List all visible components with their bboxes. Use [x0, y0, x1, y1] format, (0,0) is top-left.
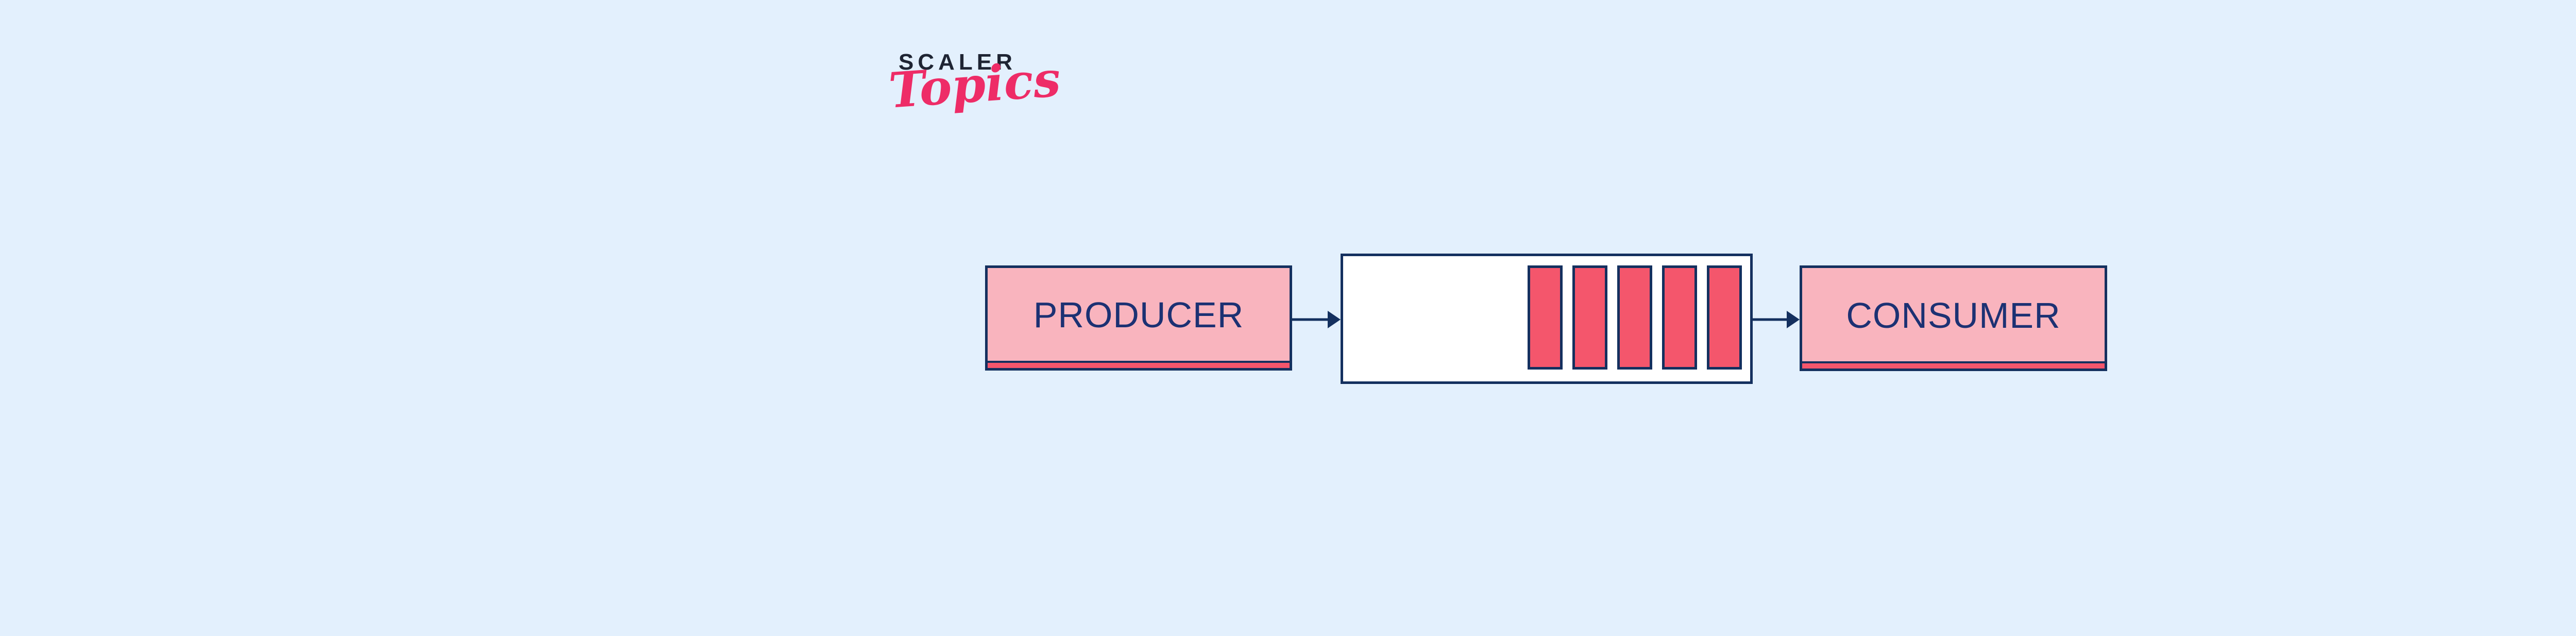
logo-sub-text: Topics: [887, 51, 1063, 120]
producer-accent-strip: [988, 361, 1290, 368]
buffer-item: [1528, 265, 1563, 370]
consumer-accent-strip: [1802, 361, 2105, 369]
consumer-node: CONSUMER: [1800, 265, 2107, 371]
buffer-node: [1341, 254, 1753, 384]
buffer-item: [1662, 265, 1697, 370]
producer-node: PRODUCER: [985, 265, 1292, 371]
buffer-item: [1572, 265, 1607, 370]
arrow-buffer-to-consumer-icon: [1753, 311, 1800, 328]
buffer-item: [1617, 265, 1652, 370]
consumer-label: CONSUMER: [1846, 295, 2061, 336]
logo-brand-text: SCALER: [899, 49, 1016, 75]
arrow-producer-to-buffer-icon: [1292, 311, 1341, 328]
buffer-item: [1707, 265, 1742, 370]
producer-label: PRODUCER: [1033, 295, 1244, 335]
buffer-slots: [1528, 265, 1742, 370]
